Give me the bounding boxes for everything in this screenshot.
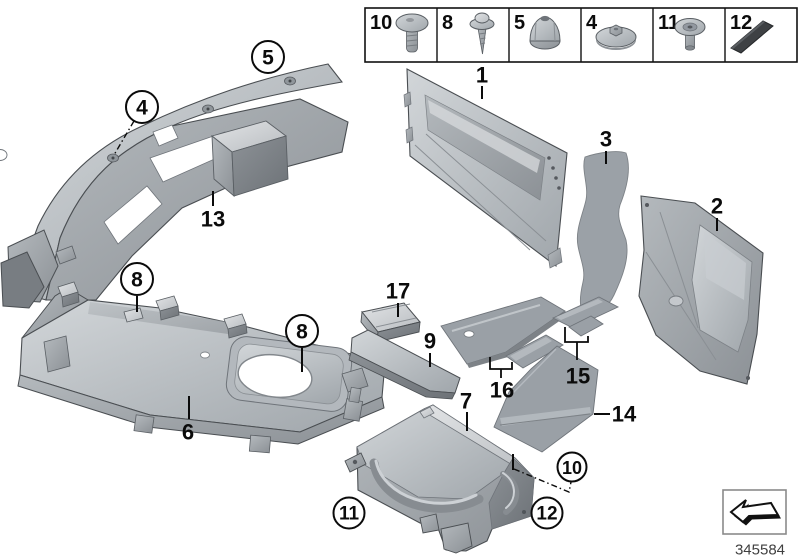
callout-6[interactable]: 6 [182, 396, 194, 445]
legend-ref-5: 5 [514, 12, 525, 34]
adhesive-pad-icon [730, 20, 774, 54]
doc-number: 345584 [735, 542, 785, 559]
legend-ref-8: 8 [442, 12, 453, 34]
part-17-shape[interactable] [360, 302, 421, 344]
part-2-shape[interactable] [638, 195, 764, 385]
part-3-shape[interactable] [576, 151, 629, 317]
part-15-shape[interactable] [551, 296, 620, 337]
legend-ref-10: 10 [370, 12, 392, 34]
disc-plug-icon [595, 24, 637, 50]
callout-15[interactable]: 15 [564, 327, 590, 389]
callout-6-label[interactable]: 6 [182, 420, 194, 445]
callout-circle-12-label[interactable]: 12 [536, 504, 557, 525]
legend-item-11[interactable]: 11 [658, 12, 706, 51]
callout-9[interactable]: 9 [424, 329, 436, 368]
legend-ref-11: 11 [658, 12, 679, 34]
part-13-shape[interactable] [0, 63, 349, 309]
callout-7-label[interactable]: 7 [460, 389, 472, 414]
callout-circle-4[interactable]: 4 [113, 90, 159, 156]
callout-14[interactable]: 14 [594, 402, 637, 427]
callout-17[interactable]: 17 [386, 279, 410, 318]
callout-circle-10-label[interactable]: 10 [562, 458, 582, 478]
callout-13-label[interactable]: 13 [201, 207, 225, 232]
callout-circle-8-right[interactable]: 8 [285, 314, 319, 372]
callout-circle-8-left-label[interactable]: 8 [131, 269, 143, 292]
callout-3[interactable]: 3 [600, 127, 612, 165]
expanding-rivet-icon [674, 18, 706, 51]
legend-ref-4: 4 [586, 12, 598, 34]
callout-circle-10[interactable]: 10 [512, 451, 588, 493]
legend-item-8[interactable]: 8 [442, 12, 495, 55]
callout-circle-12[interactable]: 12 [530, 496, 564, 530]
cap-nut-icon [529, 15, 561, 50]
fastener-legend: 10 8 5 [364, 7, 798, 63]
part-1-shape[interactable] [403, 68, 568, 269]
callout-16[interactable]: 16 [489, 357, 514, 403]
legend-item-10[interactable]: 10 [370, 12, 429, 53]
callout-circle-8-left[interactable]: 8 [120, 262, 154, 312]
callout-1-label[interactable]: 1 [476, 63, 488, 88]
callout-9-label[interactable]: 9 [424, 329, 436, 354]
callout-17-label[interactable]: 17 [386, 279, 410, 304]
callout-circle-8-right-label[interactable]: 8 [296, 321, 308, 344]
part-6-shape[interactable] [17, 281, 386, 454]
direction-arrow-icon [729, 499, 781, 526]
callout-15-label[interactable]: 15 [566, 364, 590, 389]
callout-circle-5-label[interactable]: 5 [262, 47, 274, 70]
legend-item-12[interactable]: 12 [730, 12, 774, 54]
callout-circle-5[interactable]: 5 [251, 40, 285, 74]
legend-item-5[interactable]: 5 [514, 12, 561, 50]
callout-circle-11[interactable]: 11 [332, 496, 366, 530]
round-head-screw-icon [395, 13, 429, 53]
callout-2[interactable]: 2 [711, 194, 723, 232]
callout-circle-11-label[interactable]: 11 [339, 504, 360, 525]
part-14-shape[interactable] [493, 345, 599, 453]
callout-13[interactable]: 13 [201, 191, 225, 232]
callout-2-label[interactable]: 2 [711, 194, 723, 219]
legend-item-4[interactable]: 4 [586, 12, 637, 50]
callout-16-label[interactable]: 16 [490, 378, 514, 403]
legend-ref-12: 12 [730, 12, 752, 34]
screw-hole [107, 76, 296, 163]
callout-7[interactable]: 7 [460, 389, 472, 432]
callout-1[interactable]: 1 [476, 63, 488, 100]
nav-arrow-box[interactable] [722, 489, 787, 535]
callout-3-label[interactable]: 3 [600, 127, 612, 152]
part-9-shape[interactable] [341, 329, 461, 404]
callout-14-label[interactable]: 14 [612, 402, 637, 427]
callout-circle-4-label[interactable]: 4 [136, 97, 148, 120]
washer-screw-icon [469, 12, 495, 55]
part-7-shape[interactable] [344, 404, 535, 554]
